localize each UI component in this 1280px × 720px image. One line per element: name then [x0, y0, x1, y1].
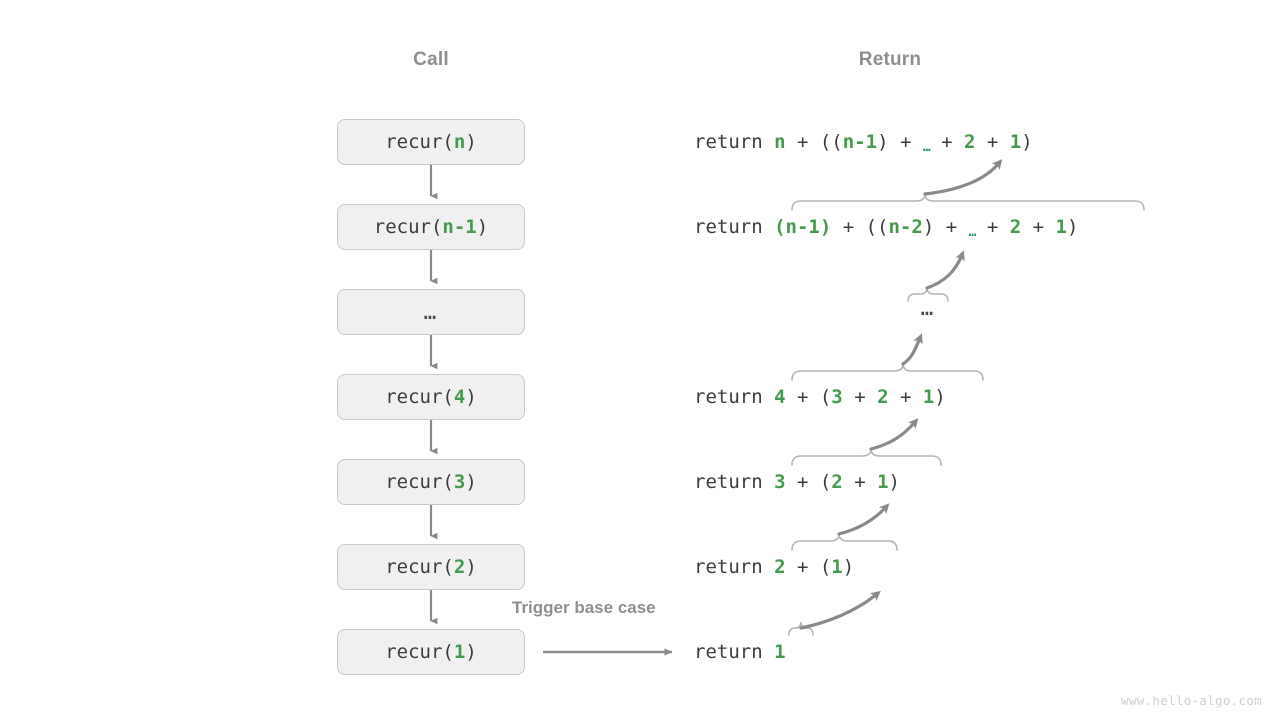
call-arg: 4 [453, 386, 466, 408]
call-box-text: recur(1) [385, 641, 477, 663]
call-arg: n [453, 131, 466, 153]
return-expression: 4 + (3 + 2 + 1) [774, 386, 946, 408]
call-box-text: recur(n-1) [373, 216, 489, 238]
call-box-recur-4[interactable]: recur(4) [337, 374, 525, 420]
return-row-5: return 3 + (2 + 1) [694, 467, 900, 497]
call-box-ellipsis[interactable]: … [337, 289, 525, 335]
trigger-base-case-label: Trigger base case [512, 598, 656, 617]
call-box-recur-3[interactable]: recur(3) [337, 459, 525, 505]
call-box-text: recur(4) [385, 386, 477, 408]
return-row-7: return 1 [694, 637, 786, 667]
return-row-4: return 4 + (3 + 2 + 1) [694, 382, 946, 412]
return-row-1: return n + ((n-1) + … + 2 + 1) [694, 127, 1033, 157]
return-row-2: return (n-1) + ((n-2) + … + 2 + 1) [694, 212, 1078, 242]
return-row-ellipsis: … [920, 296, 936, 320]
return-expression: 3 + (2 + 1) [774, 471, 900, 493]
call-box-text: … [423, 300, 439, 324]
return-keyword: return [694, 641, 775, 663]
return-keyword: return [694, 131, 775, 153]
call-arg: n-1 [442, 216, 477, 238]
call-arg: 3 [453, 471, 466, 493]
call-box-recur-2[interactable]: recur(2) [337, 544, 525, 590]
return-expression: 2 + (1) [774, 556, 855, 578]
call-box-recur-1[interactable]: recur(1) [337, 629, 525, 675]
return-keyword: return [694, 556, 775, 578]
return-keyword: return [694, 216, 775, 238]
column-header-call: Call [413, 49, 449, 70]
call-box-text: recur(3) [385, 471, 477, 493]
call-box-text: recur(n) [385, 131, 477, 153]
return-expression: n + ((n-1) + … + 2 + 1) [774, 131, 1033, 155]
return-keyword: return [694, 471, 775, 493]
return-expression: (n-1) + ((n-2) + … + 2 + 1) [774, 216, 1079, 240]
return-row-6: return 2 + (1) [694, 552, 854, 582]
call-box-recur-n-1[interactable]: recur(n-1) [337, 204, 525, 250]
watermark: www.hello-algo.com [1121, 693, 1262, 708]
return-expression: 1 [774, 641, 786, 663]
return-keyword: return [694, 386, 775, 408]
call-arg: 2 [453, 556, 466, 578]
column-header-return: Return [858, 49, 922, 70]
call-arg: 1 [453, 641, 466, 663]
call-box-text: recur(2) [385, 556, 477, 578]
call-box-recur-n[interactable]: recur(n) [337, 119, 525, 165]
